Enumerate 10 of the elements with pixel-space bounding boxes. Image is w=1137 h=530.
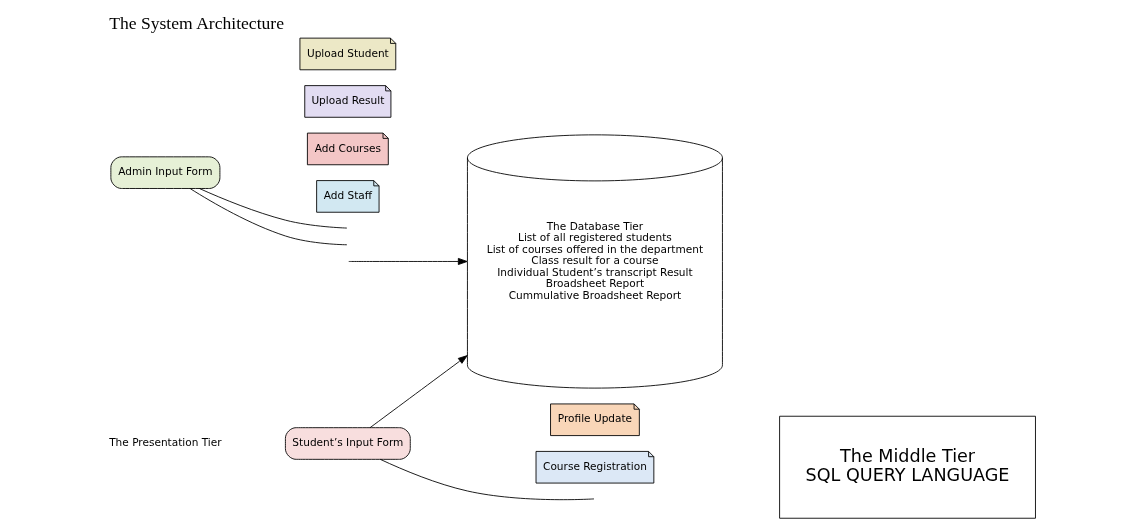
arrow (347, 257, 468, 265)
node-box: The Middle Tier SQL QUERY LANGUAGE (778, 415, 1036, 519)
label: The Presentation Tier (108, 436, 222, 449)
connector (189, 188, 347, 246)
connector (379, 458, 594, 501)
connector (198, 188, 347, 229)
arrow (369, 355, 468, 429)
diagram-title: The System Architecture (108, 13, 284, 34)
node-box: Admin Input Form (109, 156, 220, 189)
node-box: Student’s Input Form (284, 427, 411, 460)
